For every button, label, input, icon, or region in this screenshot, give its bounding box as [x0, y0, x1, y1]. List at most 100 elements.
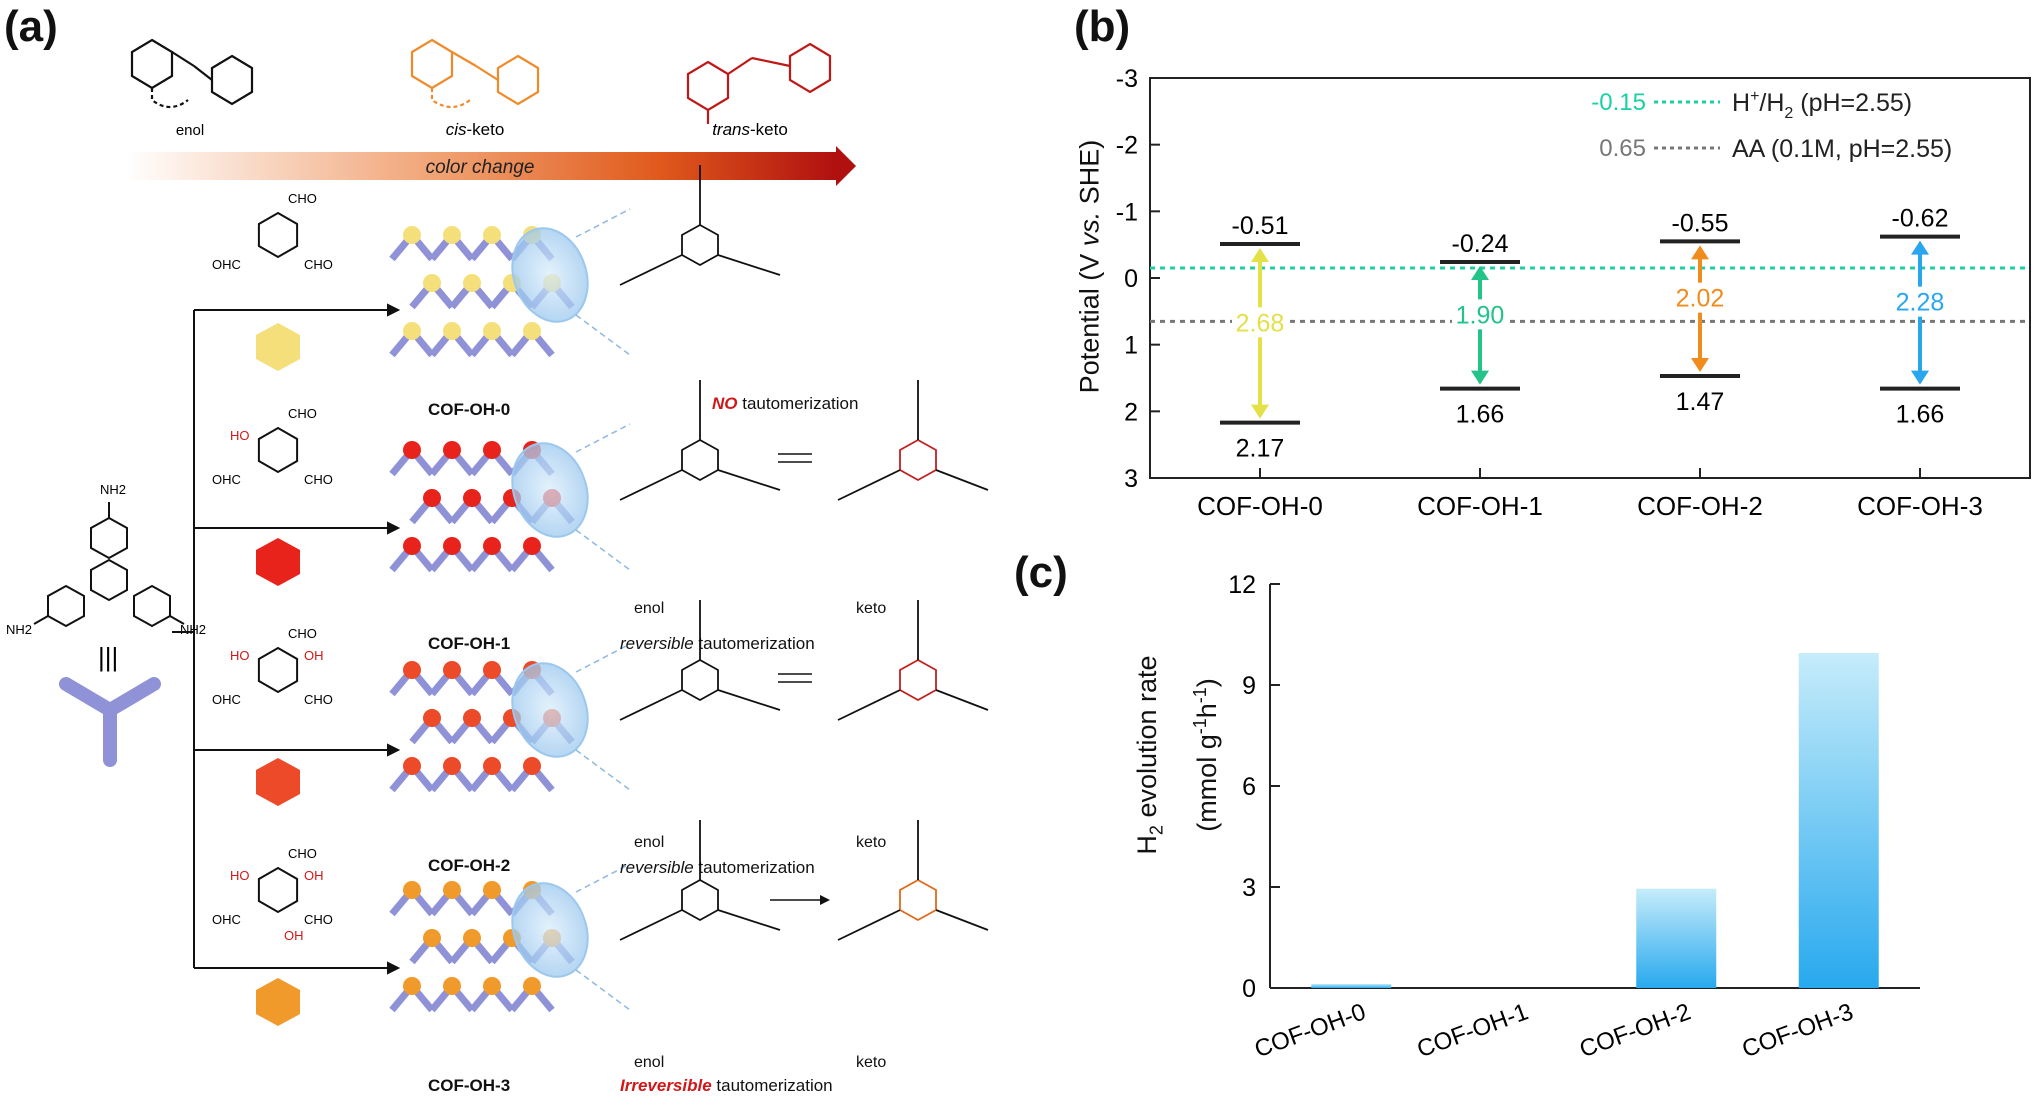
aldehyde-cho-right-1: CHO	[304, 472, 333, 487]
enol-bond	[717, 469, 781, 491]
aldehyde-cho-top-2: CHO	[288, 626, 317, 641]
reference-name-1: AA (0.1M, pH=2.55)	[1732, 135, 1952, 163]
gap-label-bg-1	[1452, 299, 1508, 330]
lattice-node	[443, 322, 461, 340]
h2-bar-3	[1798, 653, 1879, 988]
h2-bar-0	[1311, 983, 1392, 988]
enol-fragment-2	[681, 658, 719, 702]
lattice-node	[483, 322, 501, 340]
color-change-arrow: color change	[126, 146, 856, 186]
keto-bond	[837, 909, 901, 941]
gap-value-3: 2.28	[1896, 289, 1945, 317]
forward-arrowhead	[820, 895, 830, 905]
node-glyph-0	[256, 323, 300, 371]
aldehyde-cho-top-0: CHO	[288, 191, 317, 206]
h2-ytick-label: 6	[1242, 773, 1256, 801]
lattice-node	[443, 441, 461, 459]
enol-bond	[619, 909, 683, 941]
amine-node-icon	[59, 677, 161, 767]
h2-xtick-label: COF-OH-0	[1251, 998, 1369, 1063]
lattice-node	[443, 226, 461, 244]
keto-bond	[935, 469, 989, 491]
row-0-scheme: CHO OHC CHO	[212, 165, 781, 371]
lattice-node	[443, 881, 461, 899]
gap-value-0: 2.68	[1236, 309, 1285, 337]
tautomer-enol-label: enol	[176, 122, 204, 139]
lattice-node	[403, 441, 421, 459]
gap-arrowhead-top-2	[1691, 245, 1709, 260]
hydroxyl-2-1: OH	[304, 648, 324, 663]
enol-bond	[717, 254, 781, 276]
keto-bond	[935, 689, 989, 711]
lattice-node	[483, 977, 501, 995]
lattice-node	[483, 537, 501, 555]
lattice-node	[483, 226, 501, 244]
lattice-node	[403, 757, 421, 775]
lattice-node	[403, 537, 421, 555]
enol-bond	[619, 469, 683, 501]
keto-fragment-2	[899, 658, 937, 702]
aldehyde-cho-right-0: CHO	[304, 257, 333, 272]
keto-bond	[837, 689, 901, 721]
vb-value-3: 1.66	[1896, 401, 1945, 429]
hydroxyl-3-1: OH	[304, 868, 324, 883]
amine-monomer	[33, 502, 185, 628]
band-ytick-label: 3	[1124, 465, 1138, 493]
band-xtick-label: COF-OH-1	[1417, 491, 1543, 521]
cof-oh-3-caption: Irreversible tautomerization	[620, 1076, 833, 1095]
lattice-node	[443, 537, 461, 555]
reference-value-0: -0.15	[1591, 89, 1646, 116]
aldehyde-ring-0	[257, 211, 299, 259]
aldehyde-ohc-2: OHC	[212, 692, 241, 707]
cof-oh-3-enol: enol	[634, 1054, 665, 1071]
panel-a-scheme: enol cis-keto trans-keto color change NH…	[6, 38, 989, 1026]
aldehyde-ring-1	[257, 426, 299, 474]
hydroxyl-3-2: OH	[284, 928, 304, 943]
lattice-node	[423, 709, 441, 727]
vb-value-0: 2.17	[1236, 435, 1285, 463]
band-xtick-label: COF-OH-2	[1637, 491, 1763, 521]
keto-bond	[935, 909, 989, 931]
gap-label-bg-0	[1232, 307, 1288, 338]
lattice-node	[463, 709, 481, 727]
gap-arrowhead-bottom-2	[1691, 358, 1709, 372]
node-glyph-1	[256, 538, 300, 586]
zoom-ellipse-3	[511, 882, 589, 978]
cis-keto-molecule	[410, 38, 540, 109]
cof-oh-2-enol: enol	[634, 834, 665, 851]
cof-oh-1-name: COF-OH-1	[428, 634, 511, 653]
lattice-node	[403, 661, 421, 679]
amine-nh2-left: NH2	[6, 622, 32, 637]
aldehyde-ohc-3: OHC	[212, 912, 241, 927]
gap-label-bg-2	[1672, 282, 1728, 313]
gap-arrowhead-top-0	[1251, 248, 1269, 262]
enol-fragment-3	[681, 878, 719, 922]
h2-y-axis-label: H2 evolution rate (mmol g-1h-1)	[1132, 655, 1223, 855]
lattice-node	[523, 322, 541, 340]
zoom-line	[575, 643, 631, 673]
lattice-node	[403, 322, 421, 340]
aldehyde-ohc-0: OHC	[212, 257, 241, 272]
lattice-node	[403, 977, 421, 995]
vb-value-2: 1.47	[1676, 388, 1725, 416]
h2-ytick-label: 9	[1242, 672, 1256, 700]
equiv-bars: |||	[98, 642, 118, 672]
zoom-line	[575, 749, 631, 791]
lattice-node	[523, 977, 541, 995]
lattice-node	[523, 537, 541, 555]
lattice-node	[483, 441, 501, 459]
zoom-ellipse-2	[511, 662, 589, 758]
reference-name-0: H+/H2 (pH=2.55)	[1732, 88, 1912, 122]
h2-ytick-label: 3	[1242, 874, 1256, 902]
lattice-node	[463, 929, 481, 947]
lattice-node	[483, 757, 501, 775]
enol-bond	[619, 689, 683, 721]
enol-bond	[717, 689, 781, 711]
gap-value-1: 1.90	[1456, 301, 1505, 329]
panel-c-letter: (c)	[1014, 548, 1068, 597]
enol-molecule	[130, 38, 254, 109]
cb-value-2: -0.55	[1672, 209, 1729, 237]
gap-arrowhead-bottom-3	[1911, 370, 1929, 385]
tautomer-cis-keto-label: cis-keto	[446, 120, 505, 139]
